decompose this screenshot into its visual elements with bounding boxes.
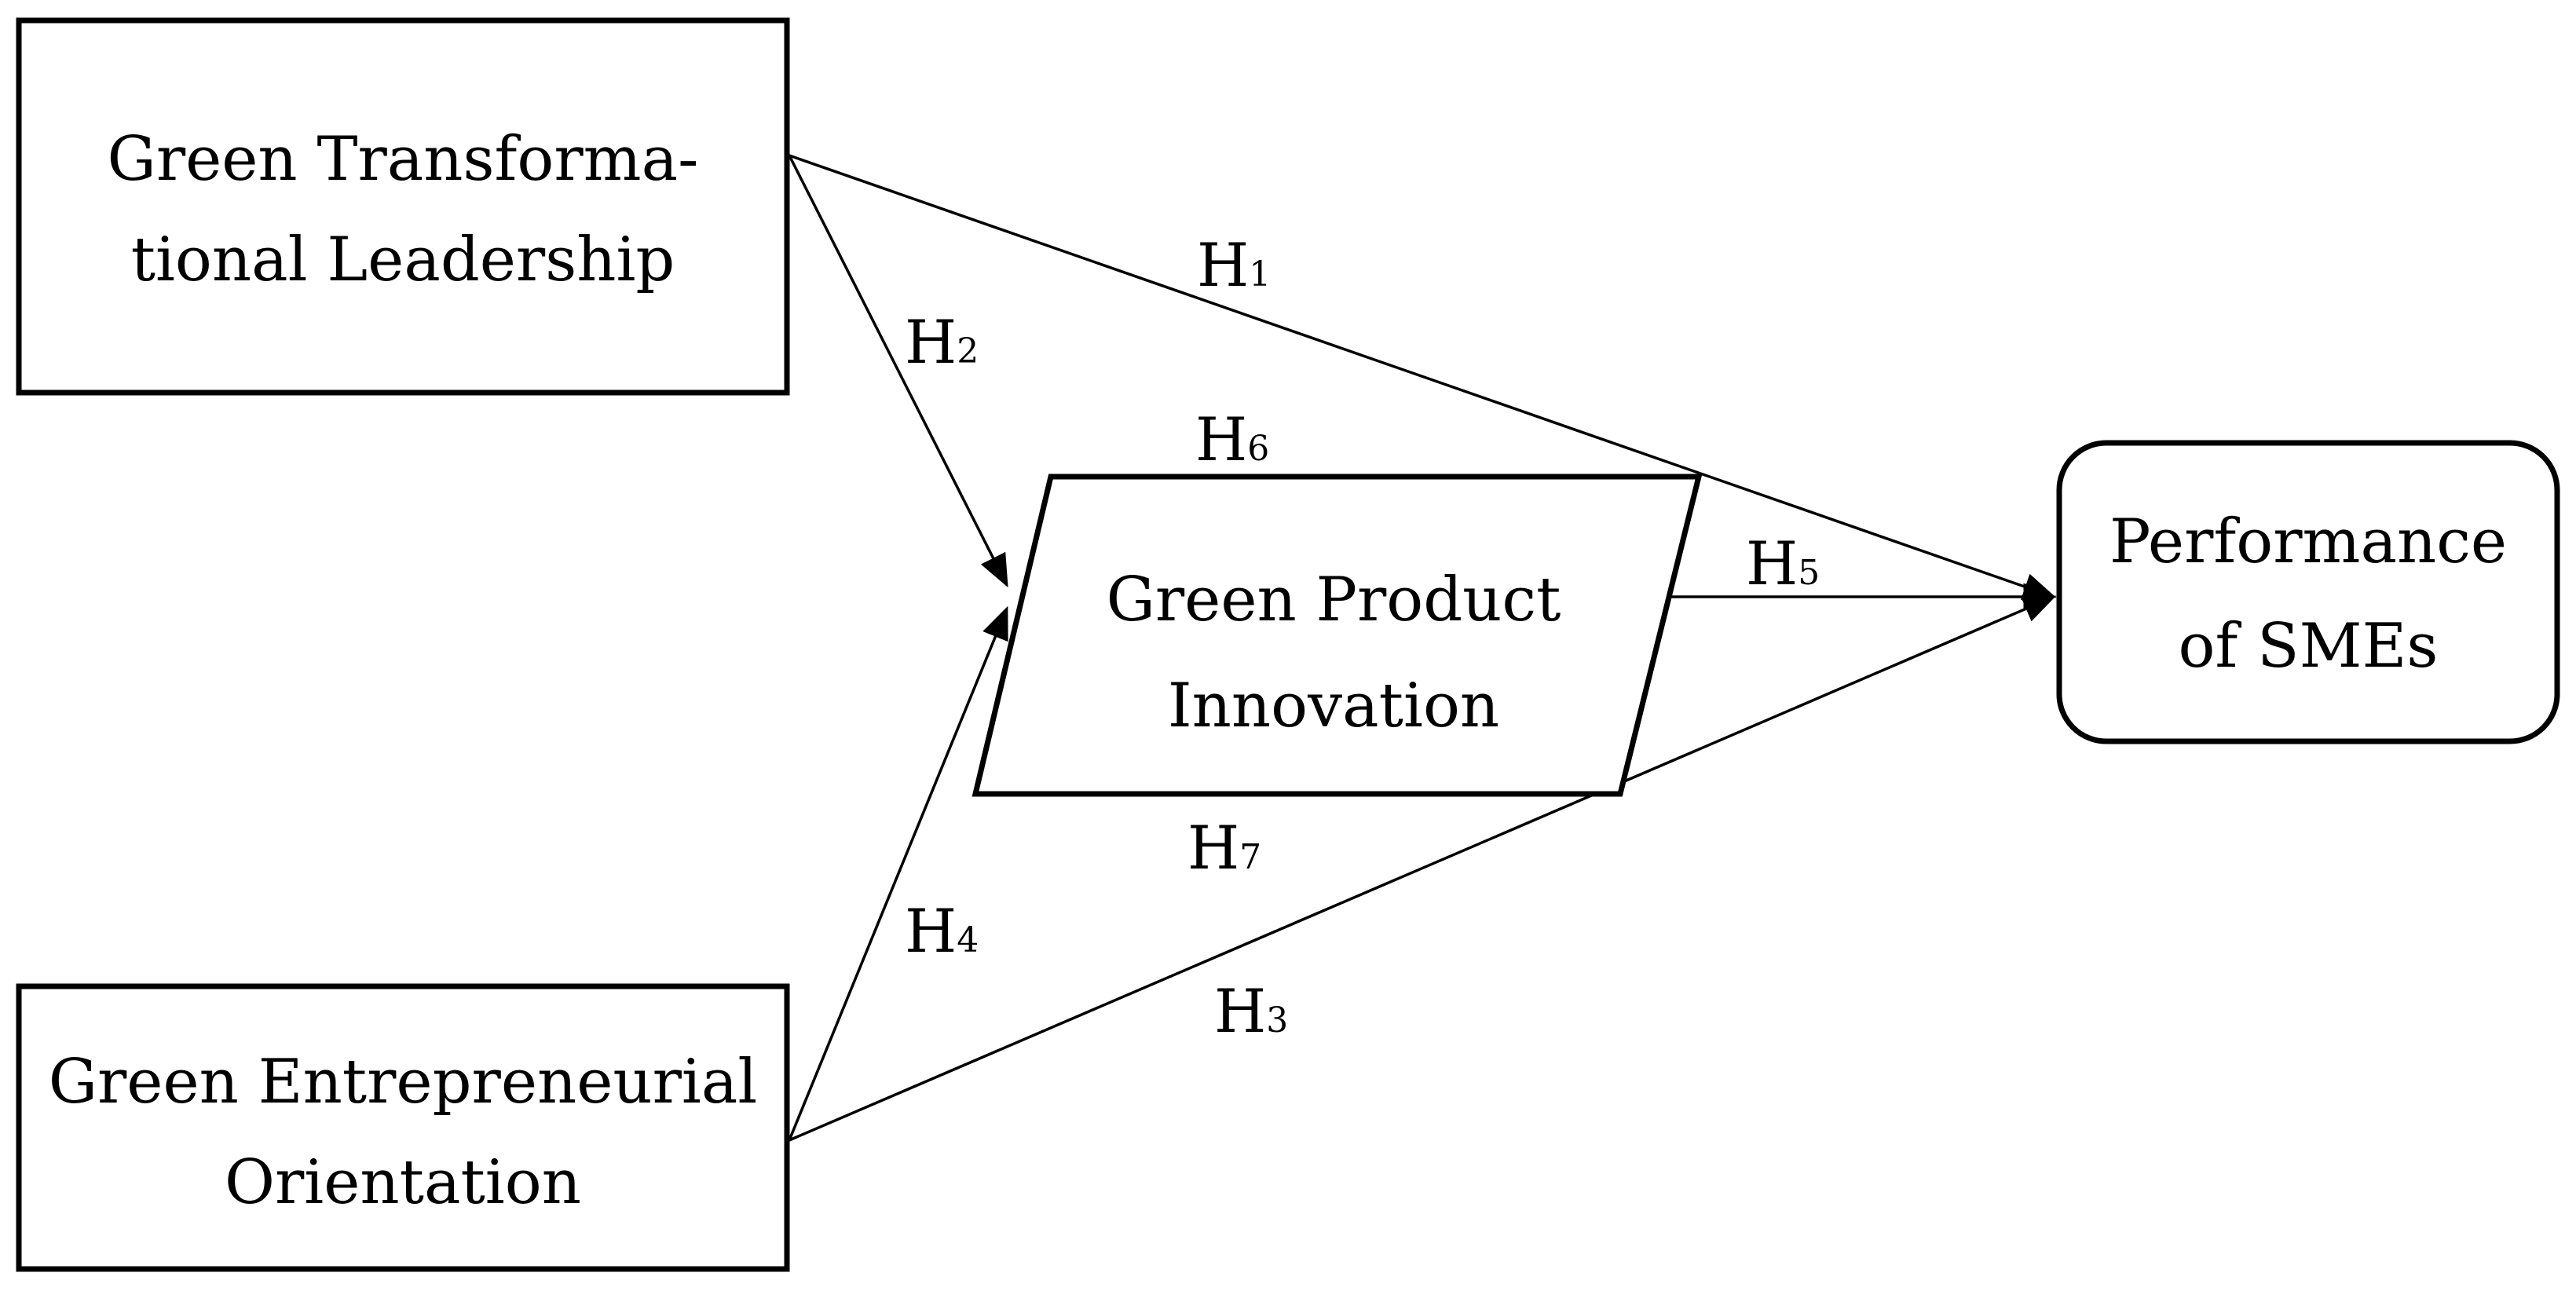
- node-gtl-line1: Green Transforma-: [108, 124, 699, 195]
- hypothesis-label-h2: H2: [905, 307, 979, 377]
- node-perf-line2: of SMEs: [2179, 611, 2439, 682]
- node-green-product-innovation: Green Product Innovation: [971, 474, 1703, 797]
- node-geo-line2: Orientation: [225, 1147, 581, 1218]
- node-gpi-line1: Green Product: [1107, 565, 1561, 635]
- node-performance-of-smes: Performance of SMEs: [2056, 440, 2560, 744]
- node-gpi-line2: Innovation: [1168, 671, 1499, 741]
- hypothesis-label-h3: H3: [1214, 976, 1288, 1046]
- node-perf-line1: Performance: [2109, 507, 2507, 577]
- node-green-entrepreneurial-orientation: Green Entrepreneurial Orientation: [16, 983, 790, 1272]
- hypothesis-label-h5: H5: [1746, 528, 1820, 598]
- node-green-transformational-leadership: Green Transforma- tional Leadership: [16, 17, 790, 396]
- hypothesis-label-h7: H7: [1187, 813, 1261, 883]
- edge-h1: [789, 154, 2057, 600]
- node-geo-line1: Green Entrepreneurial: [49, 1047, 758, 1117]
- hypothesis-label-h4: H4: [905, 896, 979, 966]
- edge-h3: [789, 595, 2057, 1142]
- hypothesis-label-h1: H1: [1197, 230, 1271, 300]
- edge-h2: [788, 155, 1008, 588]
- hypothesis-label-h6: H6: [1195, 404, 1269, 474]
- node-gtl-line2: tional Leadership: [131, 225, 675, 295]
- edge-h4: [788, 605, 1008, 1141]
